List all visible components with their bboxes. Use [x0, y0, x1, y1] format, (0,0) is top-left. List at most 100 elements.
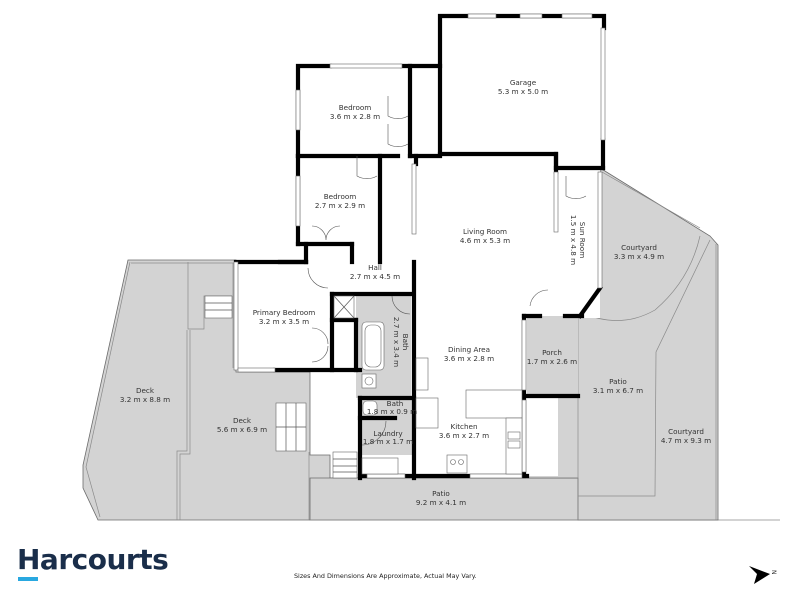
room-size: 3.3 m x 4.9 m	[614, 252, 664, 261]
garage-window-3	[561, 13, 593, 19]
bedroom-1-floor	[298, 70, 410, 156]
bedroom-1-side-window	[295, 89, 301, 131]
room-size: 3.2 m x 3.5 m	[259, 317, 309, 326]
deck-divider-lower-2	[176, 330, 188, 520]
room-size: 3.6 m x 2.8 m	[330, 112, 380, 121]
room-name: Bedroom	[324, 192, 357, 201]
room-bath-1: Bath 2.7 m x 3.4 m	[392, 317, 410, 367]
hall-floor	[306, 244, 410, 294]
room-size: 5.3 m x 5.0 m	[498, 87, 548, 96]
garage-floor	[440, 16, 602, 154]
living-cabinet-icon	[415, 357, 429, 391]
stairs-bottom-icon	[332, 451, 358, 479]
room-sun-room: Sun Room 1.5 m x 4.8 m	[569, 215, 587, 265]
room-size: 1.7 m x 2.6 m	[527, 357, 577, 366]
room-name: Patio	[432, 489, 450, 498]
room-deck-2: Deck 5.6 m x 6.9 m	[217, 416, 267, 434]
room-size: 1.8 m x 1.7 m	[363, 437, 413, 446]
kitchen-side-window	[521, 399, 527, 473]
room-name: Sun Room	[578, 222, 587, 258]
garage-window-1	[467, 13, 497, 19]
room-name: Laundry	[373, 429, 403, 438]
room-size: 2.7 m x 3.4 m	[392, 317, 401, 367]
cooktop-icon	[446, 454, 468, 474]
laundry-bench-icon	[361, 457, 399, 475]
room-courtyard-1: Courtyard 3.3 m x 4.9 m	[614, 243, 664, 261]
bedroom-2-window	[295, 175, 301, 227]
fixtures	[204, 295, 523, 479]
room-dining-area: Dining Area 3.6 m x 2.8 m	[444, 345, 494, 363]
garage-window-2	[519, 13, 543, 19]
patio-right-edge	[578, 239, 711, 497]
room-living-room: Living Room 4.6 m x 5.3 m	[460, 227, 510, 245]
room-laundry: Laundry 1.8 m x 1.7 m	[363, 429, 413, 446]
kitchen-island-icon	[465, 389, 523, 419]
indoor-floors	[236, 16, 602, 477]
room-courtyard-2: Courtyard 4.7 m x 9.3 m	[661, 427, 711, 445]
room-size: 1.5 m x 4.8 m	[569, 215, 578, 265]
primary-wardrobe-doors	[311, 327, 329, 363]
room-porch: Porch 1.7 m x 2.6 m	[527, 348, 577, 366]
room-name: Porch	[542, 348, 562, 357]
harcourts-logo: Harcourts	[17, 543, 169, 581]
outdoor-areas	[82, 167, 780, 521]
room-name: Hall	[368, 263, 382, 272]
room-size: 3.6 m x 2.8 m	[444, 354, 494, 363]
sun-room-floor	[556, 168, 600, 318]
porch-window	[521, 319, 527, 391]
room-name: Garage	[510, 78, 537, 87]
porch-floor	[527, 316, 578, 396]
bedroom-2-floor	[298, 156, 380, 244]
floor-plan: Garage 5.3 m x 5.0 m Bedroom 3.6 m x 2.8…	[82, 13, 780, 521]
primary-bedroom-window	[233, 261, 239, 371]
room-name: Kitchen	[450, 422, 477, 431]
windows	[233, 13, 606, 479]
room-patio-1: Patio 3.1 m x 6.7 m	[593, 377, 643, 395]
room-name: Deck	[233, 416, 252, 425]
room-name: Bath	[401, 334, 410, 351]
room-deck-1: Deck 3.2 m x 8.8 m	[120, 386, 170, 404]
room-bedroom-1: Bedroom 3.6 m x 2.8 m	[330, 103, 380, 121]
room-size: 1.8 m x 0.9 m	[367, 407, 417, 416]
kitchen-side-bench-icon	[415, 397, 439, 429]
sun-room-right-window	[597, 171, 603, 289]
doors	[307, 96, 587, 446]
courtyard-1-outer-edge	[601, 171, 701, 229]
room-size: 3.1 m x 6.7 m	[593, 386, 643, 395]
living-to-sunroom-door	[529, 289, 549, 307]
dimensions-disclaimer: Sizes And Dimensions Are Approximate, Ac…	[294, 572, 477, 580]
room-name: Deck	[136, 386, 155, 395]
bedroom-1-wardrobe-door	[387, 96, 409, 119]
deck-divider-lower	[179, 330, 191, 520]
bedroom-2-door	[356, 156, 378, 179]
room-size: 9.2 m x 4.1 m	[416, 498, 466, 507]
room-bedroom-2: Bedroom 2.7 m x 2.9 m	[315, 192, 365, 210]
room-size: 3.6 m x 2.7 m	[439, 431, 489, 440]
deck-left-outer-edge	[85, 261, 131, 518]
stairs-top-icon	[204, 295, 233, 319]
room-name: Patio	[609, 377, 627, 386]
room-size: 4.7 m x 9.3 m	[661, 436, 711, 445]
room-bath-2: Bath 1.8 m x 0.9 m	[367, 399, 417, 416]
bedroom-1-wardrobe-door-2	[387, 124, 409, 147]
laundry-floor	[360, 428, 415, 458]
bath-1-door	[391, 295, 411, 315]
laundry-door	[361, 420, 387, 446]
courtyard-curve	[579, 235, 701, 321]
room-garage: Garage 5.3 m x 5.0 m	[498, 78, 548, 96]
hall-door	[307, 267, 329, 289]
room-size: 3.2 m x 8.8 m	[120, 395, 170, 404]
room-hall: Hall 2.7 m x 4.5 m	[350, 263, 400, 281]
room-name: Living Room	[463, 227, 507, 236]
room-name: Bedroom	[339, 103, 372, 112]
kitchen-window	[469, 473, 523, 479]
primary-bedroom-bottom-window	[237, 367, 276, 373]
room-name: Courtyard	[621, 243, 657, 252]
room-labels: Garage 5.3 m x 5.0 m Bedroom 3.6 m x 2.8…	[120, 78, 711, 507]
bedroom-2-wardrobe-doors	[311, 225, 341, 241]
room-size: 5.6 m x 6.9 m	[217, 425, 267, 434]
brand-name: Harcourts	[17, 543, 169, 576]
sun-room-door	[565, 176, 587, 199]
room-kitchen: Kitchen 3.6 m x 2.7 m	[439, 422, 489, 440]
toilet-icon	[362, 400, 378, 416]
